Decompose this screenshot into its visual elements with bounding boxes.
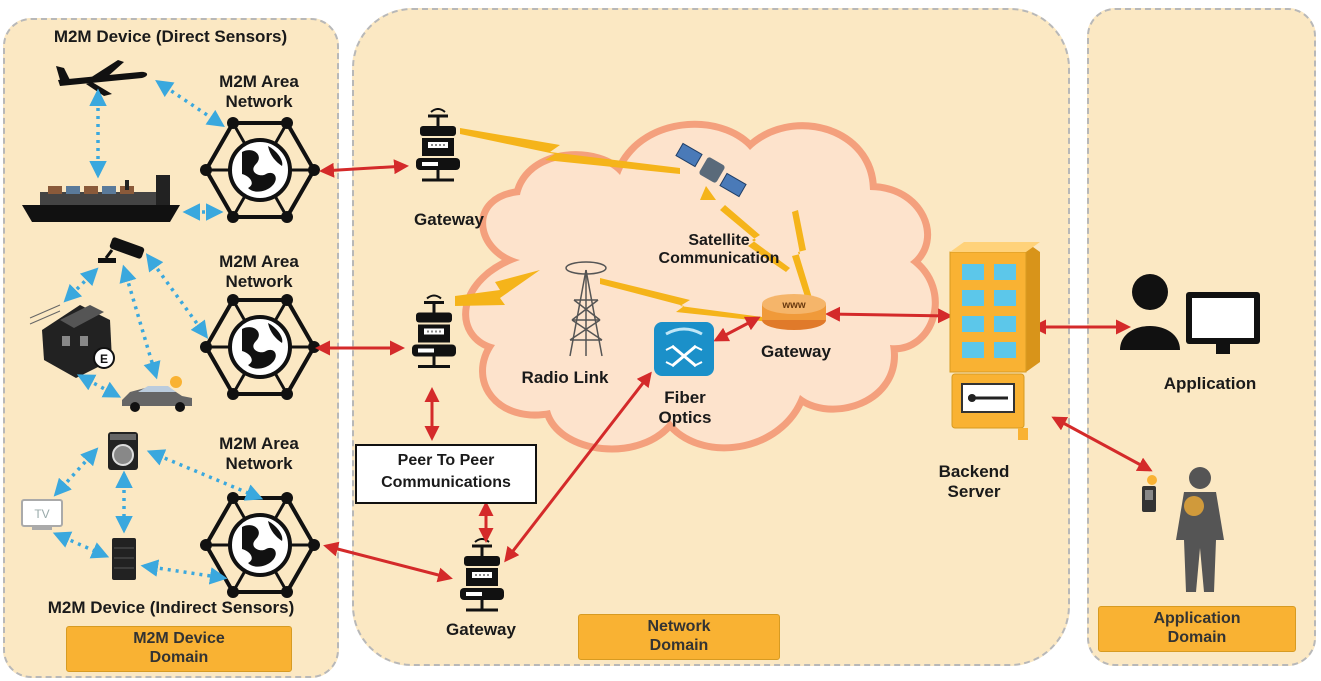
smart-device-icon [112,538,136,580]
radio-link-label: Radio Link [521,368,609,387]
svg-text:E: E [100,352,108,366]
device-dotted-links [52,80,264,585]
direct-sensors-title: M2M Device (Direct Sensors) [53,27,288,46]
indirect-sensors-title: M2M Device (Indirect Sensors) [47,598,295,617]
airplane-icon [56,60,148,96]
gateway-top-icon [414,108,462,182]
application-user-icon [1120,274,1180,350]
washing-machine-icon [108,432,138,470]
backend-server-icon [949,242,1040,440]
power-meter-icon: E [29,304,115,378]
cargo-ship-icon [22,175,180,222]
area-network-icon-2 [200,292,320,402]
radio-tower-icon [565,261,607,357]
application-monitor-icon [1186,292,1260,354]
gateway-bottom-icon [458,538,506,612]
mobile-user-icon [1142,467,1224,592]
cctv-camera-icon [98,237,145,263]
gateway-middle-icon [410,293,458,369]
wireless-links [455,128,812,322]
svg-text:www: www [781,300,806,311]
application-label: Application [1163,374,1257,393]
data-flow-arrows [315,159,1153,583]
fiber-optics-icon [654,322,714,376]
area-network-icon-1 [200,115,320,225]
area-network-icon-3 [200,490,320,600]
tv-icon: TV [21,499,63,530]
cloud-gateway-label: Gateway [761,342,831,361]
car-icon [122,376,192,412]
cloud-gateway-router-icon: www [762,294,826,330]
network-cloud [462,120,939,453]
gateway-bottom-label: Gateway [446,620,516,639]
gateway-top-label: Gateway [414,210,484,229]
svg-text:TV: TV [34,507,49,521]
satellite-icon [675,142,747,200]
